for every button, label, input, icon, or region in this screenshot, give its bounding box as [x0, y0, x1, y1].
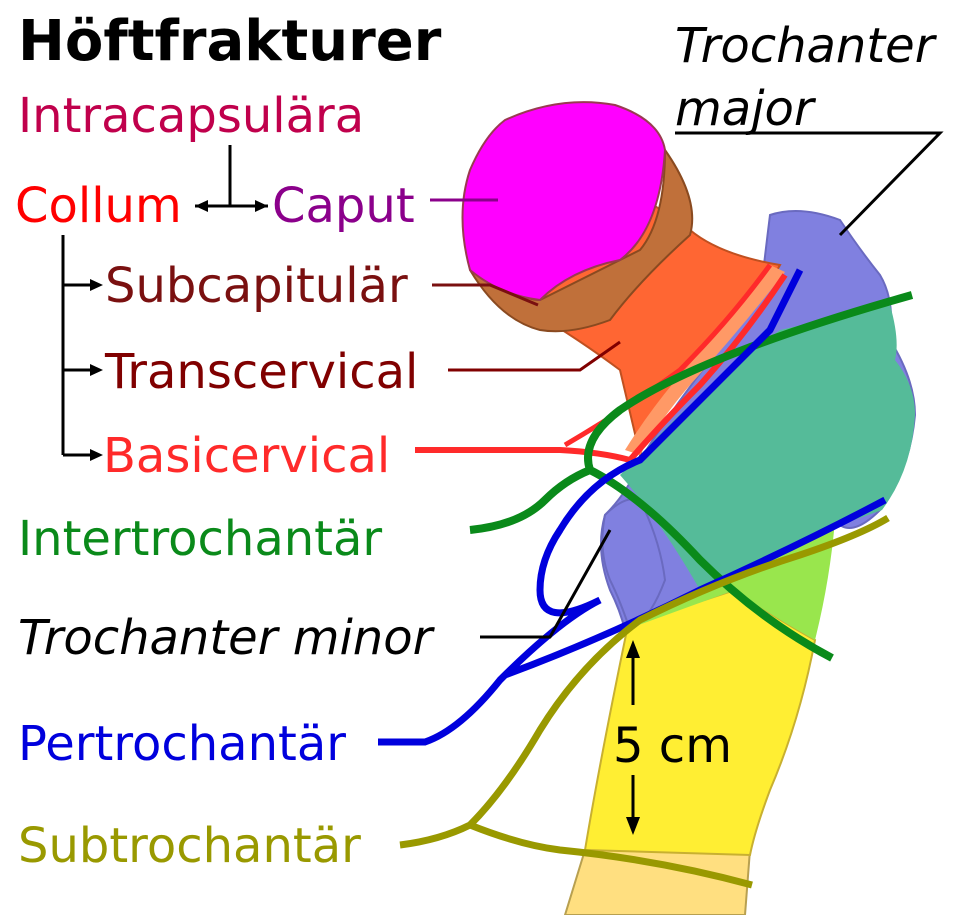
subcapital-region: [469, 146, 694, 333]
label-intracapsular: Intracapsulära: [18, 88, 364, 144]
arrow-to-caput: [255, 200, 268, 212]
arrow-basicervical: [90, 449, 103, 461]
subtrochanteric-fracture-line: [399, 515, 890, 889]
label-subcapital: Subcapitulär: [105, 258, 408, 314]
label-distance: 5 cm: [613, 718, 732, 774]
distance-arrow-down-head: [626, 817, 640, 835]
subcapital-leader: [432, 283, 539, 307]
intracapsular-bracket: [195, 145, 268, 208]
label-collum: Collum: [15, 178, 182, 234]
trochanter-minor-leader: [480, 529, 612, 639]
basicervical-band: [625, 265, 785, 455]
label-trochanter-major-line1: Trochanter: [675, 18, 938, 74]
label-caput: Caput: [272, 178, 415, 234]
label-trochanter-major-line2: major: [675, 81, 817, 137]
diagram-title: Höftfrakturer: [18, 9, 442, 74]
distance-arrow-up-head: [626, 640, 640, 658]
shaft-lower-region: [563, 849, 752, 915]
collum-branch-line: [61, 235, 100, 457]
label-trochanter-minor: Trochanter minor: [18, 610, 436, 666]
arrow-to-collum: [195, 200, 208, 212]
arrow-subcapital: [90, 279, 103, 291]
label-basicervical: Basicervical: [103, 428, 390, 484]
trochanter-major-leader: [675, 131, 944, 237]
basicervical-fracture-line: [415, 273, 788, 463]
label-intertrochanteric: Intertrochantär: [18, 511, 382, 567]
label-transcervical: Transcervical: [104, 344, 418, 400]
femoral-head-region: [461, 101, 667, 302]
arrow-transcervical: [90, 364, 103, 376]
label-subtrochanteric: Subtrochantär: [18, 818, 361, 874]
label-pertrochanteric: Pertrochantär: [18, 716, 346, 772]
transcervical-leader: [448, 340, 621, 372]
